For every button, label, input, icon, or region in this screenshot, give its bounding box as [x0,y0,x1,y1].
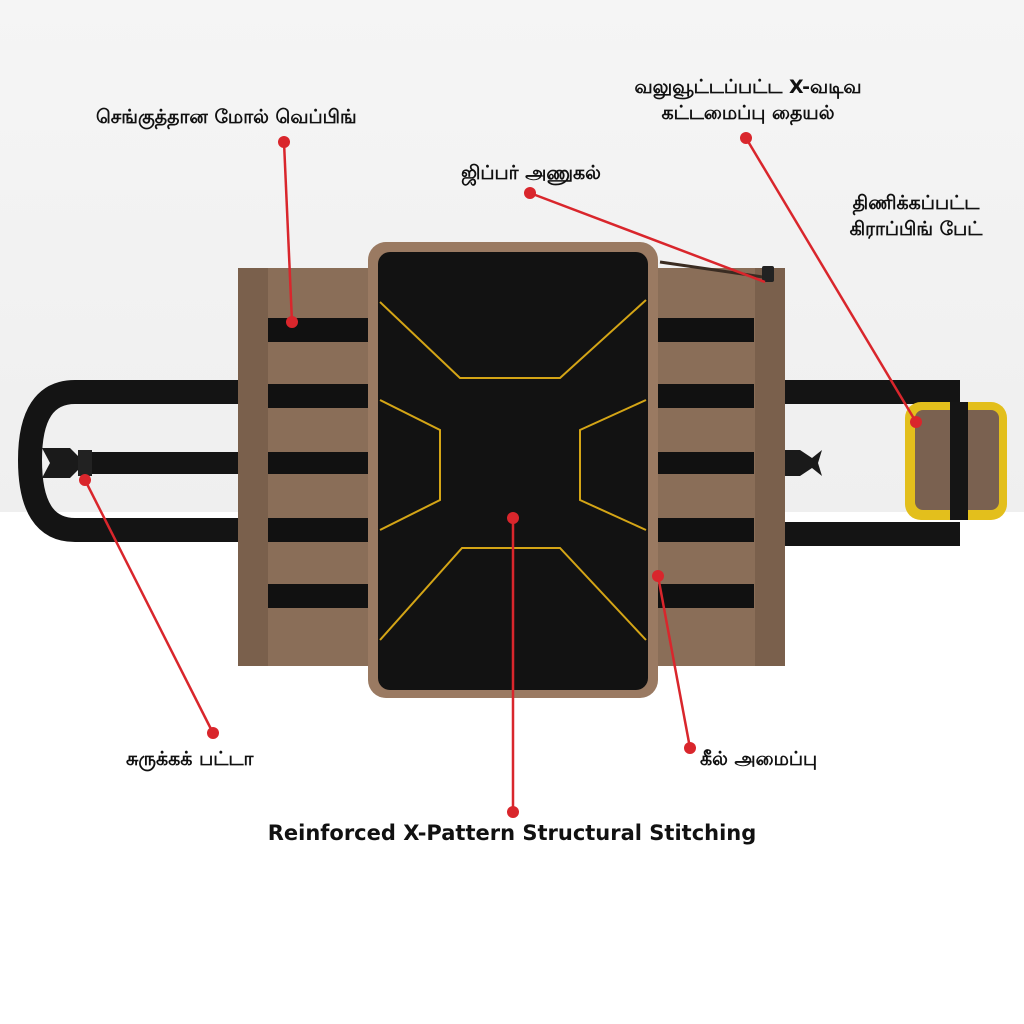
callout-xstitch-tamil: வலுவூட்டப்பட்ட X-வடிவ கட்டமைப்பு தையல் [634,76,862,124]
callout-molle-webbing: செங்குத்தான மோல் வெப்பிங் [96,106,357,128]
buckle-right-icon [785,450,822,476]
leader-lines [83,137,918,812]
callout-reinforced-stitching: Reinforced X-Pattern Structural Stitchin… [267,821,757,845]
right-strap-bottom [770,522,960,546]
center-panel [378,252,648,690]
molle-webbing-left [268,318,378,608]
right-strap-top [770,380,960,404]
callout-zipper-access: ஜிப்பர் அணுகல் [461,162,601,184]
zipper-pull-icon [762,266,774,282]
zipper-track [659,260,771,280]
buckle-left-icon [42,448,92,478]
callout-grab-tab: திணிக்கப்பட்ட கிராப்பிங் பேட் [849,192,983,240]
molle-webbing-right [650,318,754,608]
callout-keel: கீல் அமைப்பு [700,748,818,770]
padded-grab-tab [905,402,1007,520]
left-strap-loop [17,380,265,542]
callout-compression-strap: சுருக்கக் பட்டா [126,748,254,770]
leader-dots [79,132,922,818]
x-pattern-stitching [379,299,647,641]
